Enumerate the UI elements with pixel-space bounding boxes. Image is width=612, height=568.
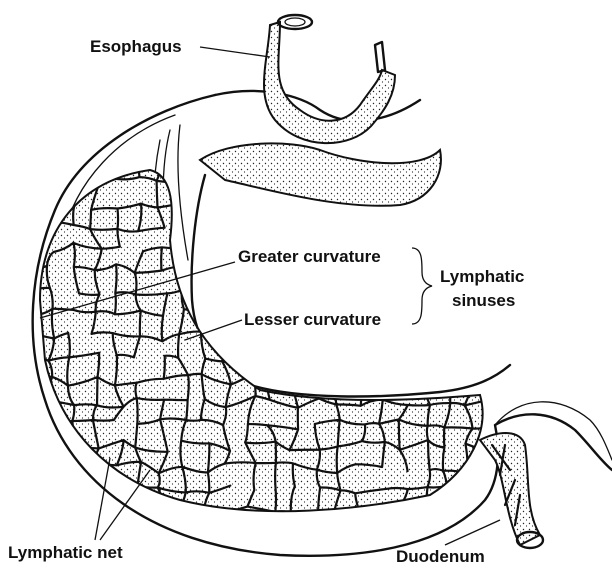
esophagus-callout: Esophagus <box>90 37 270 57</box>
duodenum-label: Duodenum <box>396 547 485 566</box>
lymphatic-net-region <box>27 155 499 518</box>
lesser-curvature-label: Lesser curvature <box>244 310 381 329</box>
esophagus-label: Esophagus <box>90 37 182 56</box>
duodenum-leader <box>445 520 500 545</box>
lymphatic-net-leader-2 <box>100 470 150 540</box>
lesser-curvature-callout: Lesser curvature <box>185 310 381 340</box>
lymphatic-sinuses-callout: Lymphatic sinuses <box>412 248 524 324</box>
lymphatic-sinuses-label-line1: Lymphatic <box>440 267 524 286</box>
lymphatic-net-label: Lymphatic net <box>8 543 123 562</box>
greater-curvature-label: Greater curvature <box>238 247 381 266</box>
sinuses-brace <box>412 248 432 324</box>
lymphatic-net-leader-1 <box>95 458 110 540</box>
esophagus-leader <box>200 47 270 57</box>
lymphatic-sinuses-label-line2: sinuses <box>452 291 515 310</box>
esophagus-tube <box>264 15 395 143</box>
